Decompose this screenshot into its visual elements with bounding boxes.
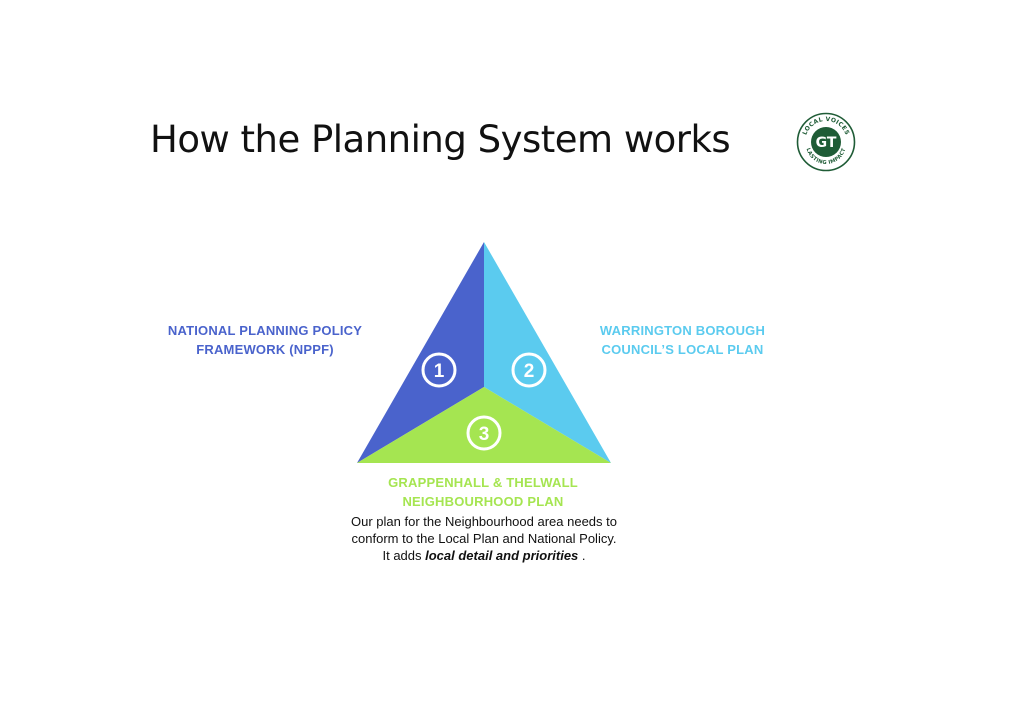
segment-local-plan xyxy=(484,242,611,463)
number-1-text: 1 xyxy=(434,361,445,382)
local-plan-label-line-1: WARRINGTON BOROUGH xyxy=(599,323,766,338)
local-plan-label-line-2: COUNCIL’S LOCAL PLAN xyxy=(601,342,764,357)
segment-neighbourhood-plan xyxy=(357,387,611,463)
nppf-label-line-2: FRAMEWORK (NPPF) xyxy=(196,342,334,357)
page-title: How the Planning System works xyxy=(150,118,731,161)
description-line-1: Our plan for the Neighbourhood area need… xyxy=(351,514,617,529)
local-plan-label: WARRINGTON BOROUGH COUNCIL’S LOCAL PLAN xyxy=(585,321,780,359)
number-badge-3: 3 xyxy=(466,415,502,451)
segment-nppf xyxy=(357,242,484,463)
neighbourhood-plan-label-line-1: GRAPPENHALL & THELWALL xyxy=(388,475,578,490)
description-line-3-prefix: It adds xyxy=(382,548,426,563)
neighbourhood-plan-label: GRAPPENHALL & THELWALL NEIGHBOURHOOD PLA… xyxy=(365,473,601,511)
number-3-text: 3 xyxy=(479,424,490,445)
number-badge-1: 1 xyxy=(421,352,457,388)
description-emphasis: local detail and priorities xyxy=(425,548,579,563)
neighbourhood-plan-label-line-2: NEIGHBOURHOOD PLAN xyxy=(402,494,564,509)
description-line-3-suffix: . xyxy=(578,548,586,563)
logo-initials: GT xyxy=(816,135,837,151)
number-2-text: 2 xyxy=(524,361,535,382)
number-badge-2: 2 xyxy=(511,352,547,388)
nppf-label: NATIONAL PLANNING POLICY FRAMEWORK (NPPF… xyxy=(150,321,380,359)
description-line-3: It adds local detail and priorities . xyxy=(320,547,648,564)
gt-logo-icon: LOCAL VOICES LASTING IMPACT GT xyxy=(796,112,856,172)
description-line-2: conform to the Local Plan and National P… xyxy=(351,531,617,546)
nppf-label-line-1: NATIONAL PLANNING POLICY xyxy=(167,323,363,338)
description-text: Our plan for the Neighbourhood area need… xyxy=(320,513,648,564)
